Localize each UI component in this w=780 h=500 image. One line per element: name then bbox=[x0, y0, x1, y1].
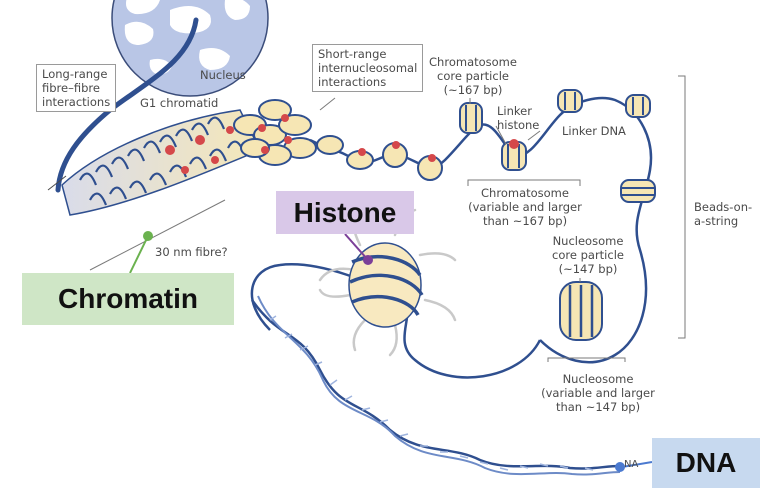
nucleus-body bbox=[111, 0, 269, 97]
nucleus-label: Nucleus bbox=[200, 68, 246, 82]
fibre-tick bbox=[47, 175, 67, 191]
nucleosome-core-line-2: core particle bbox=[552, 248, 624, 262]
beads-on-string-nucleosomes bbox=[557, 89, 656, 203]
dna-small-label: NA bbox=[624, 459, 639, 470]
chromatosome-line-1: Chromatosome bbox=[481, 186, 569, 200]
callout-pointers bbox=[129, 231, 653, 472]
short-range-line-2: internucleosomal bbox=[318, 61, 418, 75]
linker-histone-line-2: histone bbox=[497, 118, 540, 132]
chromatin-pointer-dot bbox=[143, 231, 153, 241]
long-range-line-1: Long-range bbox=[42, 67, 108, 81]
nucleosome-line-3: than ~147 bp) bbox=[555, 400, 641, 414]
chromatosome-core-label: Chromatosome core particle (~167 bp) bbox=[418, 55, 528, 97]
histone-callout: Histone bbox=[276, 191, 414, 234]
fibre-histones bbox=[165, 126, 234, 174]
nucleosome-line-2: (variable and larger bbox=[541, 386, 655, 400]
long-range-label: Long-range fibre–fibre interactions bbox=[36, 64, 117, 112]
g1-chromatid-label: G1 chromatid bbox=[140, 96, 219, 110]
nucleosome-core-line-1: Nucleosome bbox=[552, 234, 624, 248]
fibre-coils bbox=[79, 116, 246, 206]
nucleosome-core-line-3: (~147 bp) bbox=[558, 262, 618, 276]
nucleosome-cluster bbox=[233, 99, 317, 166]
chromatosome-label: Chromatosome (variable and larger than ~… bbox=[455, 186, 595, 228]
nucleosome-line-1: Nucleosome bbox=[562, 372, 634, 386]
beads-line-1: Beads-on- bbox=[694, 200, 753, 214]
nucleus-blob bbox=[170, 6, 211, 34]
chromatin-callout: Chromatin bbox=[22, 273, 234, 325]
dna-pointer bbox=[621, 461, 653, 468]
histone-pointer bbox=[344, 233, 369, 261]
nucleus-blob bbox=[124, 21, 154, 45]
dna-pointer-dot bbox=[615, 462, 625, 472]
leader-lines bbox=[89, 75, 686, 362]
chromatin-pointer bbox=[129, 235, 149, 274]
chromatosome-line-2: (variable and larger bbox=[468, 200, 582, 214]
histone-pointer-dot bbox=[363, 255, 373, 265]
short-range-line-3: interactions bbox=[318, 75, 387, 89]
chromatosome bbox=[501, 139, 527, 171]
long-range-line-2: fibre–fibre bbox=[42, 81, 100, 95]
beads-line-2: a-string bbox=[694, 214, 739, 228]
dna-double-helix bbox=[250, 295, 621, 476]
linker-histone-label: Linker histone bbox=[497, 104, 539, 132]
30nm-fibre bbox=[47, 109, 262, 216]
chromatosome-core-line-2: core particle bbox=[437, 69, 509, 83]
linker-dna-label: Linker DNA bbox=[562, 124, 626, 138]
short-range-line-1: Short-range bbox=[318, 47, 387, 61]
chromatosome-line-3: than ~167 bp) bbox=[482, 214, 568, 228]
linker-histone-line-1: Linker bbox=[497, 104, 532, 118]
chromatosome-core-line-1: Chromatosome bbox=[429, 55, 517, 69]
long-range-line-3: interactions bbox=[42, 95, 111, 109]
beads-on-string-label: Beads-on- a-string bbox=[694, 200, 752, 228]
chromatosome-beads bbox=[316, 135, 443, 181]
dna-callout: DNA bbox=[652, 438, 760, 488]
nucleus-blob bbox=[199, 48, 230, 70]
nucleosome-core-particle bbox=[559, 281, 603, 341]
nucleus-blob bbox=[224, 0, 250, 20]
short-range-label: Short-range internucleosomal interaction… bbox=[312, 44, 424, 92]
nucleosome-core-label: Nucleosome core particle (~147 bp) bbox=[538, 234, 638, 276]
chromatosome-core-particle bbox=[459, 102, 483, 134]
nucleosome-label: Nucleosome (variable and larger than ~14… bbox=[528, 372, 668, 414]
chromatosome-core-line-3: (~167 bp) bbox=[443, 83, 503, 97]
nucleus-blob bbox=[126, 0, 160, 15]
30nm-fibre-label: 30 nm fibre? bbox=[155, 245, 228, 259]
